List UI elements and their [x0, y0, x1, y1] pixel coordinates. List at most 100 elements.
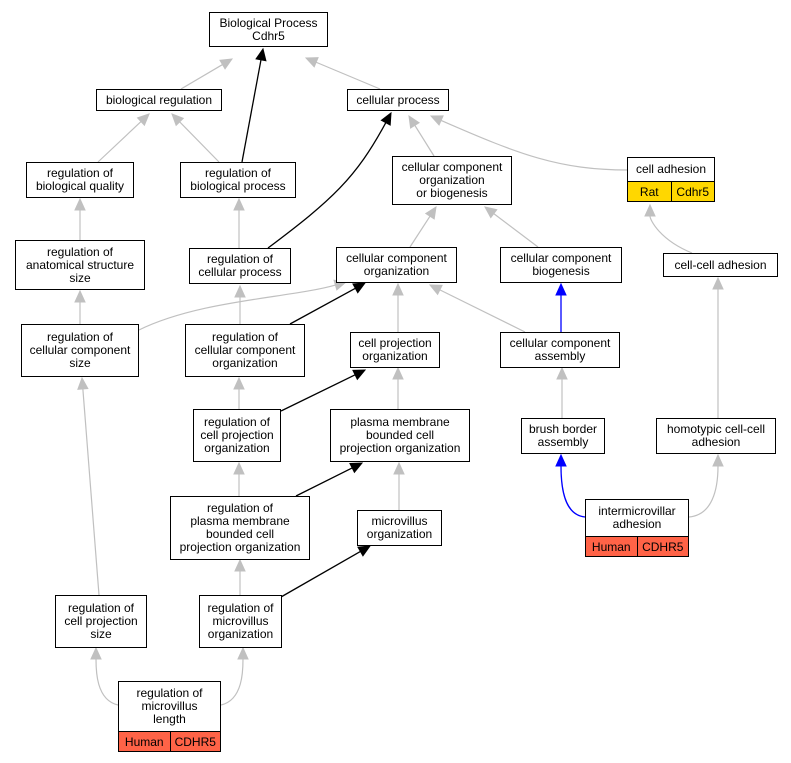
term-label: cell adhesion	[628, 158, 714, 181]
term-label-line: projection organization	[339, 441, 461, 455]
term-label-line: assembly	[537, 435, 589, 449]
edge-mv_org-to-pm_cp_org	[393, 461, 405, 510]
species-cell: Rat	[628, 182, 671, 201]
term-label-line: regulation of	[206, 252, 274, 266]
edge-cc_assembly-to-cc_org	[428, 284, 526, 333]
term-label-line: regulation of	[67, 601, 135, 615]
term-label-line: organization	[204, 441, 270, 455]
term-label-line: anatomical structure	[25, 257, 135, 272]
term-label-line: organization	[212, 356, 278, 370]
edge-cp_org-to-cc_org	[392, 282, 404, 332]
gene-cell: Cdhr5	[670, 182, 714, 201]
term-label-line: cell projection	[358, 336, 432, 350]
edge-homo_adh-to-cell_cell_adh	[712, 276, 724, 418]
species-cell: Human	[586, 537, 637, 556]
term-label-line: cell adhesion	[635, 162, 707, 176]
term-label-line: cellular component	[509, 336, 611, 350]
term-node-bio-reg[interactable]: biological regulation	[96, 89, 222, 111]
term-label-line: cellular component	[401, 160, 503, 174]
edge-reg_cell_proc-to-cell_proc	[267, 111, 392, 249]
term-label-line: regulation of	[46, 166, 114, 180]
term-label-line: organization	[363, 264, 430, 278]
term-label-line: bounded cell	[365, 428, 435, 442]
term-label-line: plasma membrane	[190, 514, 290, 528]
term-label-line: plasma membrane	[350, 415, 450, 429]
term-label-line: cellular component	[346, 251, 447, 265]
term-node-cell-proc[interactable]: cellular process	[347, 89, 449, 111]
edge-reg_pm_cp_org-to-reg_cp_org	[233, 461, 245, 496]
edge-reg_cell_proc-to-reg_bio_proc	[233, 197, 245, 248]
term-label-line: length	[153, 712, 186, 726]
edge-reg_cc_size-to-reg_anat	[74, 289, 86, 324]
edge-reg_mv_len-to-reg_mv_org	[220, 646, 249, 706]
edge-cell_proc-to-bp_root	[304, 57, 381, 90]
species-cell: Human	[119, 732, 170, 751]
term-label-line: adhesion	[612, 517, 662, 531]
term-label-line: regulation of	[136, 686, 203, 700]
term-label-line: regulation of	[46, 244, 114, 259]
term-label-line: organization	[207, 627, 274, 641]
edge-cell_cell_adh-to-cell_adh	[644, 203, 693, 254]
term-label-line: regulation of	[46, 330, 114, 344]
edge-cc_org_biog-to-cell_proc	[408, 114, 435, 157]
edge-imv_adh-to-homo_adh	[688, 453, 724, 518]
gene-cell: CDHR5	[636, 537, 688, 556]
term-node-cell-cell-adh[interactable]: cell-cell adhesion	[663, 253, 778, 277]
term-label-line: cell projection	[200, 428, 274, 442]
edge-cc_assembly-to-cc_biog	[555, 282, 567, 332]
gene-cell: CDHR5	[169, 732, 220, 751]
edge-reg_cc_org-to-reg_cell_proc	[234, 284, 246, 324]
term-label-line: size	[69, 356, 91, 370]
edge-reg_anat-to-reg_bio_qual	[74, 197, 86, 240]
term-label-line: biogenesis	[532, 264, 590, 278]
term-label-line: organization	[419, 173, 485, 187]
term-label-line: cell projection	[64, 614, 138, 628]
term-label-line: microvillus	[371, 514, 428, 528]
edge-reg_cp_size-to-reg_cc_size	[77, 376, 100, 596]
term-label-line: microvillus	[141, 699, 198, 713]
edge-cc_biog-to-cc_org_biog	[484, 206, 539, 248]
edge-reg_bio_qual-to-bio_reg	[97, 113, 150, 163]
edge-bb_assembly-to-cc_assembly	[556, 366, 568, 418]
term-label-line: size	[69, 270, 91, 285]
term-label-line: cellular component	[194, 343, 296, 357]
term-label-line: regulation of	[203, 415, 271, 429]
term-label-line: adhesion	[691, 435, 741, 449]
term-label-line: projection organization	[179, 540, 301, 554]
edge-imv_adh-to-bb_assembly	[555, 453, 586, 518]
term-label-line: microvillus	[212, 614, 269, 628]
edge-reg_cp_org-to-cp_org	[280, 369, 367, 412]
term-label-line: regulation of	[211, 330, 279, 344]
edge-reg_mv_len-to-reg_cp_size	[90, 646, 119, 706]
edge-cell_adh-to-cell_proc	[429, 115, 629, 171]
term-label-line: size	[90, 627, 112, 641]
edge-reg_cp_org-to-reg_cc_org	[233, 376, 245, 409]
